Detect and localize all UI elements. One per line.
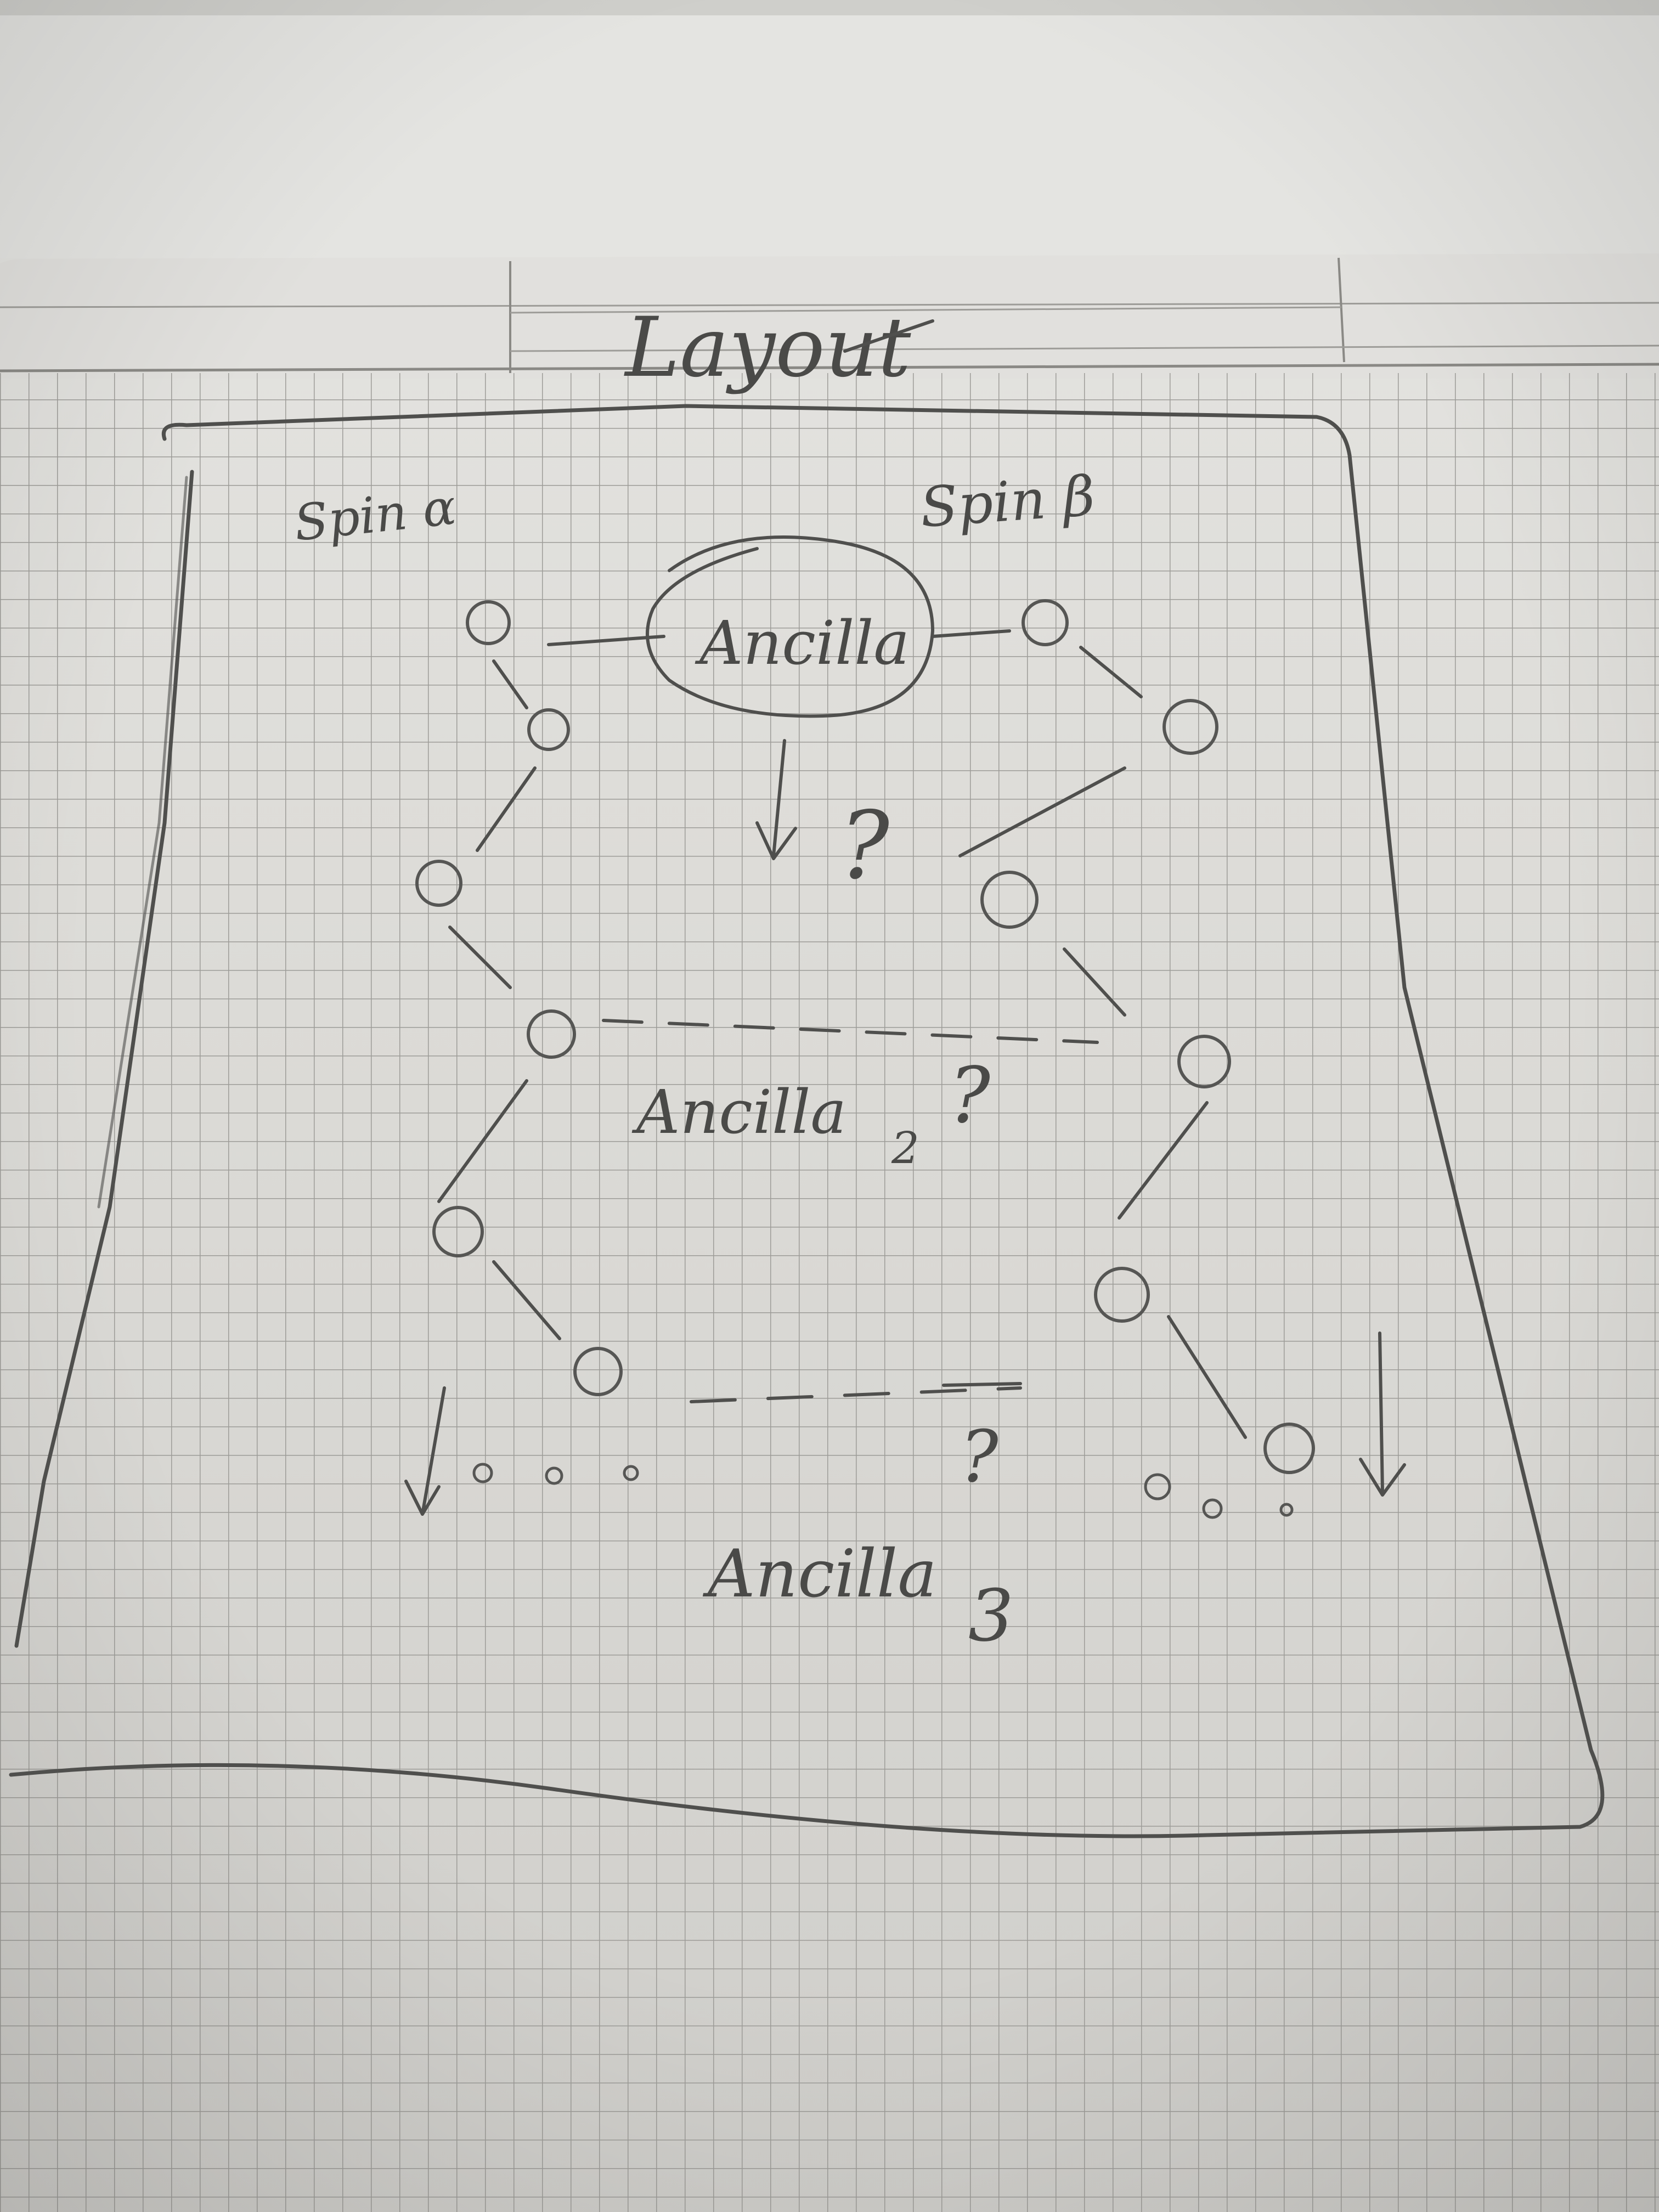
layout-frame-left-edge — [14, 470, 194, 1648]
ancilla-3-label: Ancilla — [702, 1536, 937, 1612]
ancilla-2-dashed-link — [602, 1019, 1099, 1044]
down-arrow-icon — [755, 739, 797, 860]
alpha-qubit-2 — [527, 708, 570, 751]
question-mark-3: ? — [960, 1415, 999, 1498]
beta-ellipsis-dot-3 — [1279, 1503, 1294, 1517]
question-mark-2: ? — [949, 1051, 991, 1141]
ancilla-3-group: ? Ancilla 3 — [690, 1382, 1022, 1657]
ancilla-1-label: Ancilla — [695, 608, 910, 678]
spin-beta-label: Spin β — [918, 464, 1097, 540]
question-mark-1: ? — [839, 792, 890, 900]
alpha-ellipsis-dot-2 — [545, 1466, 563, 1485]
beta-qubit-3 — [980, 871, 1039, 929]
spin-alpha-chain — [404, 600, 639, 1516]
ancilla-2-subscript: 2 — [891, 1122, 919, 1173]
ancilla-3-subscript: 3 — [968, 1574, 1014, 1657]
beta-qubit-6 — [1263, 1423, 1315, 1474]
beta-ellipsis-dot-1 — [1144, 1473, 1171, 1500]
beta-qubit-4 — [1177, 1035, 1231, 1088]
alpha-down-arrow-icon — [404, 1386, 446, 1516]
ancilla-3-dashed-link — [690, 1386, 1022, 1403]
alpha-qubit-6 — [573, 1347, 623, 1396]
layout-frame — [9, 404, 1605, 1838]
beta-down-arrow-icon — [1359, 1331, 1406, 1497]
alpha-ellipsis-dot-3 — [623, 1465, 639, 1481]
ancilla-2-group: Ancilla 2 ? — [602, 1019, 1099, 1173]
spin-beta-chain — [958, 599, 1406, 1519]
beta-qubit-1 — [1022, 599, 1069, 646]
ancilla-1-link-left — [547, 635, 665, 646]
alpha-ellipsis-dot-1 — [472, 1463, 493, 1483]
title-underline-stroke — [843, 319, 934, 353]
beta-qubit-5 — [1094, 1267, 1150, 1323]
beta-ellipsis-dot-2 — [1202, 1498, 1223, 1519]
layout-title: Layout — [624, 300, 912, 396]
alpha-qubit-1 — [466, 600, 511, 645]
alpha-qubit-5 — [432, 1206, 484, 1257]
alpha-qubit-4 — [527, 1009, 576, 1059]
beta-qubit-2 — [1163, 699, 1218, 755]
ancilla-1-link-right — [931, 629, 1011, 638]
alpha-qubit-3 — [415, 860, 462, 907]
ancilla-2-label: Ancilla — [631, 1077, 847, 1147]
ancilla-1-circle — [646, 535, 934, 718]
ancilla-1-group: Ancilla ? — [547, 535, 1011, 900]
